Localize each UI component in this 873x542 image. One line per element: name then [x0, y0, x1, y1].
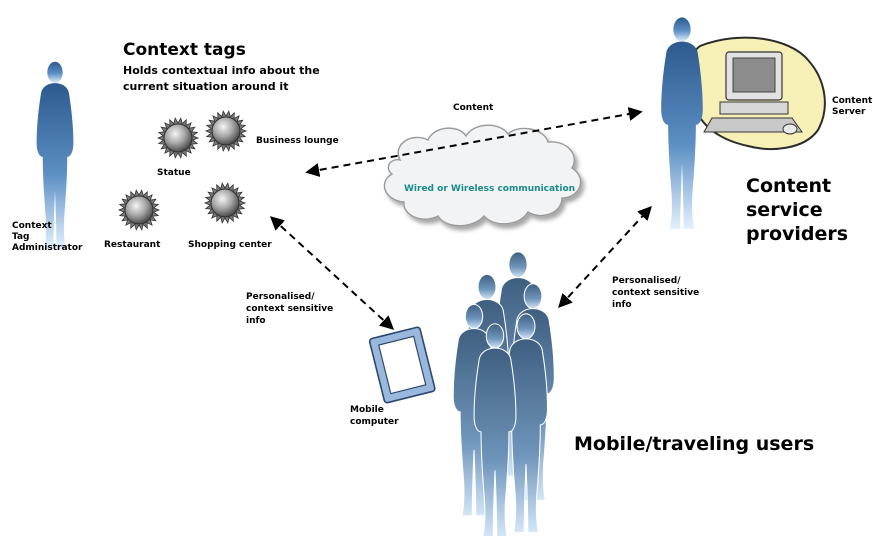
right-info-line-2: context sensitive [612, 288, 700, 298]
business-lounge-label: Business lounge [256, 136, 339, 146]
mobile-users-group [452, 251, 555, 538]
admin-label-line-2: Tag [12, 232, 30, 242]
left-info-line-1: Personalised/ [246, 292, 315, 302]
users-to-server-arrow [558, 205, 652, 309]
shopping-center-label: Shopping center [188, 240, 272, 250]
subtitle-line-1: Holds contextual info about the [123, 64, 320, 77]
mobile-computer-label-line-1: Mobile [350, 405, 384, 415]
tags-to-mobile-arrow [269, 216, 395, 330]
content-arrow-label: Content [453, 103, 494, 113]
admin-label-line-3: Administrator [12, 243, 83, 253]
left-info-line-3: info [246, 316, 266, 326]
server-label-line-1: Content [832, 96, 873, 106]
subtitle-line-2: current situation around it [123, 80, 289, 93]
left-info-line-2: context sensitive [246, 304, 334, 314]
business-lounge-tag-icon [204, 110, 248, 152]
providers-label-line-2: service [746, 199, 823, 221]
shopping-center-tag-icon [203, 182, 247, 224]
admin-label-line-1: Context [12, 221, 52, 231]
providers-label-line-1: Content [746, 175, 832, 197]
right-info-line-3: info [612, 300, 632, 310]
diagram-title: Context tags [123, 40, 246, 60]
right-info-line-1: Personalised/ [612, 276, 681, 286]
statue-tag-icon [156, 117, 200, 159]
statue-label: Statue [157, 168, 191, 178]
server-label-line-2: Server [832, 107, 866, 117]
users-label: Mobile/traveling users [574, 433, 815, 455]
content-arrow [305, 107, 643, 177]
restaurant-tag-icon [117, 189, 161, 231]
mobile-computer-icon [368, 326, 436, 404]
providers-label-line-3: providers [746, 223, 849, 245]
mobile-computer-label-line-2: computer [350, 417, 399, 427]
cloud-label: Wired or Wireless communication [404, 184, 576, 194]
restaurant-label: Restaurant [104, 240, 161, 250]
content-server-icon [687, 36, 826, 150]
communication-cloud [383, 124, 582, 227]
